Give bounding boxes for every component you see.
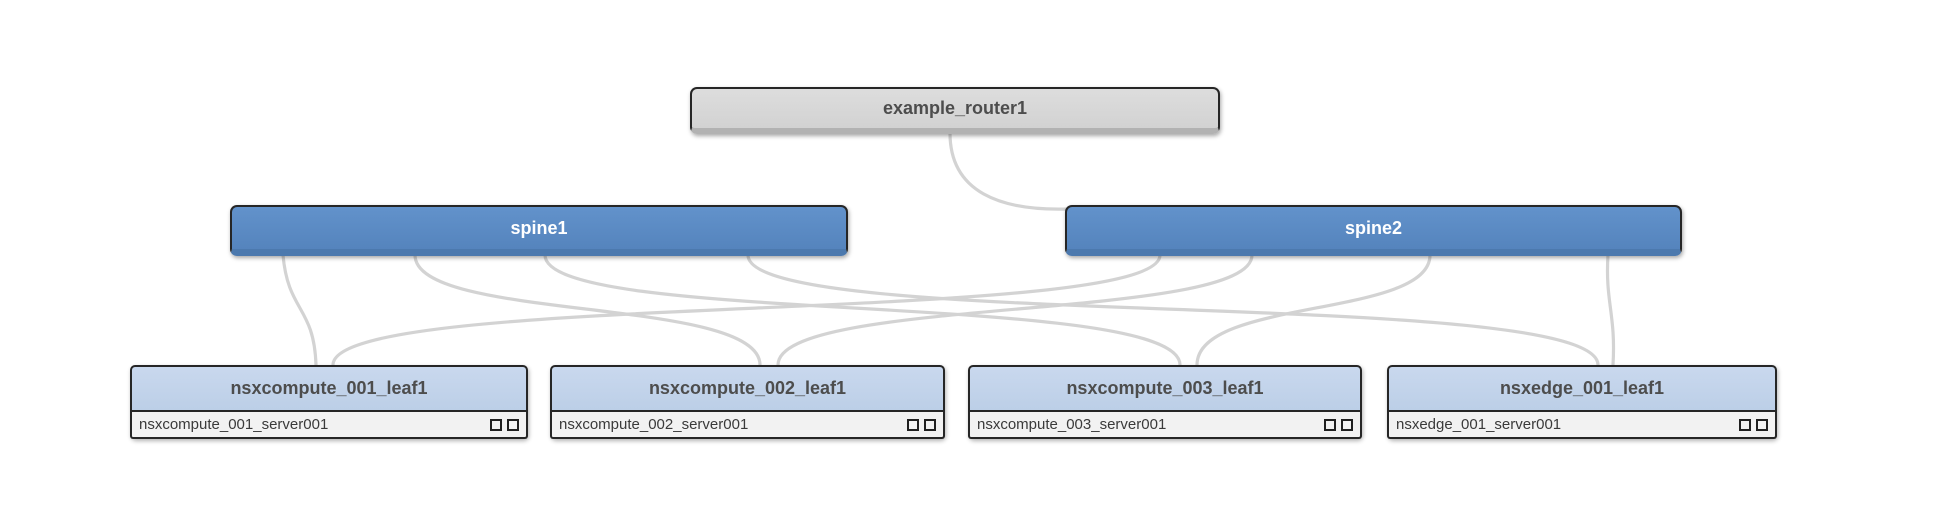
server-label: nsxcompute_002_server001 [559,416,749,433]
node-example-router1[interactable]: example_router1 [690,87,1220,134]
node-nsxcompute-003-leaf1[interactable]: nsxcompute_003_leaf1 [968,365,1362,412]
node-leaf-group: nsxcompute_003_leaf1 nsxcompute_003_serv… [968,365,1362,439]
port-group [490,418,519,431]
server-row[interactable]: nsxcompute_003_server001 [968,412,1362,439]
node-label: spine1 [510,217,568,238]
node-nsxedge-001-leaf1[interactable]: nsxedge_001_leaf1 [1387,365,1777,412]
port-icon[interactable] [1341,418,1353,431]
server-label: nsxedge_001_server001 [1396,416,1562,433]
node-label: nsxcompute_002_leaf1 [648,378,847,398]
node-spine2[interactable]: spine2 [1065,205,1682,256]
node-spine1[interactable]: spine1 [230,205,848,256]
port-group [1739,418,1768,431]
port-icon[interactable] [1756,418,1768,431]
server-row[interactable]: nsxedge_001_server001 [1387,412,1777,439]
port-icon[interactable] [1739,418,1751,431]
server-row[interactable]: nsxcompute_002_server001 [550,412,945,439]
node-label: nsxedge_001_leaf1 [1499,378,1665,398]
link-example_router1-to-spine2[interactable] [948,131,1070,211]
link-spine1-to-nsxedge_001_leaf1[interactable] [746,253,1600,367]
server-label: nsxcompute_003_server001 [977,416,1167,433]
link-spine1-to-nsxcompute_003_leaf1[interactable] [543,253,1182,367]
port-icon[interactable] [1324,418,1336,431]
server-row[interactable]: nsxcompute_001_server001 [130,412,528,439]
node-nsxcompute-001-leaf1[interactable]: nsxcompute_001_leaf1 [130,365,528,412]
link-spine1-to-nsxcompute_002_leaf1[interactable] [413,253,762,367]
link-spine2-to-nsxcompute_001_leaf1[interactable] [331,253,1162,367]
node-leaf-group: nsxcompute_001_leaf1 nsxcompute_001_serv… [130,365,528,439]
server-label: nsxcompute_001_server001 [139,416,329,433]
node-label: spine2 [1344,217,1403,238]
node-label: example_router1 [882,98,1028,118]
node-leaf-group: nsxcompute_002_leaf1 nsxcompute_002_serv… [550,365,945,439]
port-icon[interactable] [507,418,519,431]
node-label: nsxcompute_003_leaf1 [1066,378,1264,398]
link-spine1-to-nsxcompute_001_leaf1[interactable] [281,253,318,367]
link-spine2-to-nsxedge_001_leaf1[interactable] [1605,253,1616,367]
port-icon[interactable] [907,418,919,431]
node-label: nsxcompute_001_leaf1 [230,378,428,398]
node-leaf-group: nsxedge_001_leaf1 nsxedge_001_server001 [1387,365,1777,439]
port-group [907,418,936,431]
link-spine2-to-nsxcompute_002_leaf1[interactable] [776,253,1254,367]
port-group [1324,418,1353,431]
node-nsxcompute-002-leaf1[interactable]: nsxcompute_002_leaf1 [550,365,945,412]
port-icon[interactable] [490,418,502,431]
port-icon[interactable] [924,418,936,431]
link-spine2-to-nsxcompute_003_leaf1[interactable] [1195,253,1432,367]
